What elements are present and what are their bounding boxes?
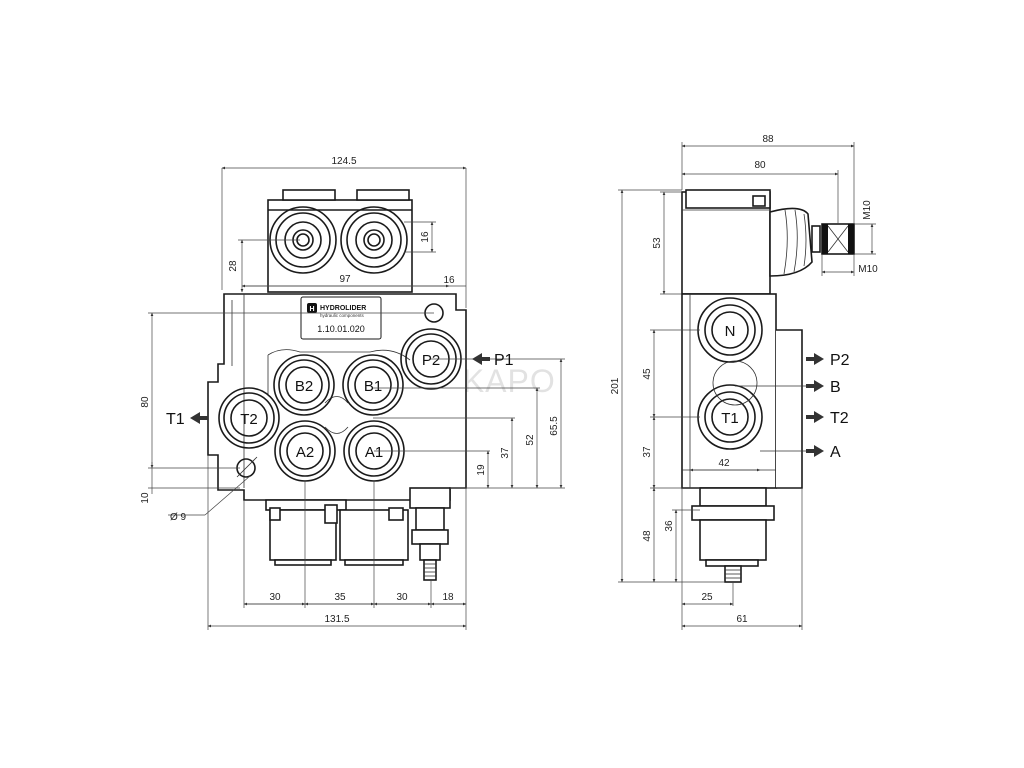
svg-text:131.5: 131.5 bbox=[324, 614, 349, 625]
svg-text:T1: T1 bbox=[166, 411, 185, 428]
side-view: N T1 88 80 bbox=[610, 134, 878, 630]
part-number: 1.10.01.020 bbox=[317, 324, 365, 334]
svg-text:25: 25 bbox=[701, 592, 713, 603]
p1-callout: P1 bbox=[472, 352, 514, 369]
svg-text:B1: B1 bbox=[364, 378, 382, 395]
svg-text:53: 53 bbox=[652, 237, 663, 249]
svg-text:10: 10 bbox=[140, 492, 151, 504]
label-plate: H HYDROLIDER hydraulic components 1.10.0… bbox=[300, 296, 382, 340]
lever-bellows bbox=[769, 207, 821, 277]
spool-ends bbox=[265, 499, 409, 566]
valve-body bbox=[207, 293, 467, 501]
svg-text:16: 16 bbox=[420, 231, 431, 243]
svg-text:124.5: 124.5 bbox=[331, 156, 356, 167]
svg-text:36: 36 bbox=[664, 520, 675, 532]
svg-text:18: 18 bbox=[442, 592, 454, 603]
t1-callout: T1 bbox=[166, 411, 208, 428]
relief-valve bbox=[409, 487, 451, 581]
brand-name: HYDROLIDER bbox=[320, 305, 366, 312]
side-dimensions: 88 80 201 53 45 37 48 bbox=[610, 134, 878, 630]
svg-text:97: 97 bbox=[339, 274, 351, 285]
svg-text:37: 37 bbox=[642, 446, 653, 458]
svg-text:30: 30 bbox=[396, 592, 408, 603]
side-callout-b: B bbox=[735, 379, 841, 396]
port-b2: B2 bbox=[273, 354, 335, 416]
svg-text:B: B bbox=[830, 379, 841, 396]
side-callout-p2: P2 bbox=[806, 352, 850, 369]
svg-text:B2: B2 bbox=[295, 378, 313, 395]
svg-text:19: 19 bbox=[476, 464, 487, 476]
svg-text:48: 48 bbox=[642, 530, 653, 542]
svg-text:16: 16 bbox=[443, 275, 455, 286]
svg-text:P2: P2 bbox=[422, 352, 440, 369]
brand-tagline: hydraulic components bbox=[320, 313, 365, 318]
svg-text:P2: P2 bbox=[830, 352, 850, 369]
svg-text:65.5: 65.5 bbox=[549, 416, 560, 436]
spool-housing bbox=[267, 189, 413, 293]
hydrolider-logo-icon bbox=[307, 303, 317, 313]
port-a2: A2 bbox=[274, 420, 336, 482]
svg-text:A: A bbox=[830, 444, 841, 461]
svg-text:80: 80 bbox=[140, 396, 151, 408]
svg-text:88: 88 bbox=[762, 134, 774, 145]
lever-connector bbox=[821, 223, 855, 255]
svg-text:M10: M10 bbox=[858, 264, 878, 275]
port-t2: T2 bbox=[218, 387, 280, 449]
svg-text:52: 52 bbox=[525, 434, 536, 446]
side-callout-t2: T2 bbox=[806, 410, 849, 427]
svg-text:N: N bbox=[725, 323, 736, 340]
svg-text:35: 35 bbox=[334, 592, 346, 603]
front-dimensions: 124.5 97 16 28 16 80 10 bbox=[140, 156, 565, 630]
svg-text:H: H bbox=[309, 306, 314, 313]
svg-text:80: 80 bbox=[754, 160, 766, 171]
svg-text:T1: T1 bbox=[721, 410, 739, 427]
svg-text:A2: A2 bbox=[296, 444, 314, 461]
svg-text:30: 30 bbox=[269, 592, 281, 603]
spool-cap-right bbox=[340, 206, 408, 274]
svg-text:45: 45 bbox=[642, 368, 653, 380]
side-bottom-housing bbox=[691, 487, 775, 583]
svg-text:T2: T2 bbox=[240, 411, 258, 428]
svg-text:P1: P1 bbox=[494, 352, 514, 369]
svg-text:A1: A1 bbox=[365, 444, 383, 461]
svg-text:Ø 9: Ø 9 bbox=[170, 512, 187, 523]
svg-text:42: 42 bbox=[718, 458, 730, 469]
side-callout-a: A bbox=[760, 444, 841, 461]
svg-text:61: 61 bbox=[736, 614, 748, 625]
svg-text:28: 28 bbox=[228, 260, 239, 272]
svg-text:201: 201 bbox=[610, 377, 621, 394]
port-b1: B1 bbox=[342, 354, 404, 416]
svg-text:37: 37 bbox=[500, 447, 511, 459]
svg-text:T2: T2 bbox=[830, 410, 849, 427]
svg-text:M10: M10 bbox=[862, 200, 873, 220]
front-view: H HYDROLIDER hydraulic components 1.10.0… bbox=[140, 156, 565, 630]
